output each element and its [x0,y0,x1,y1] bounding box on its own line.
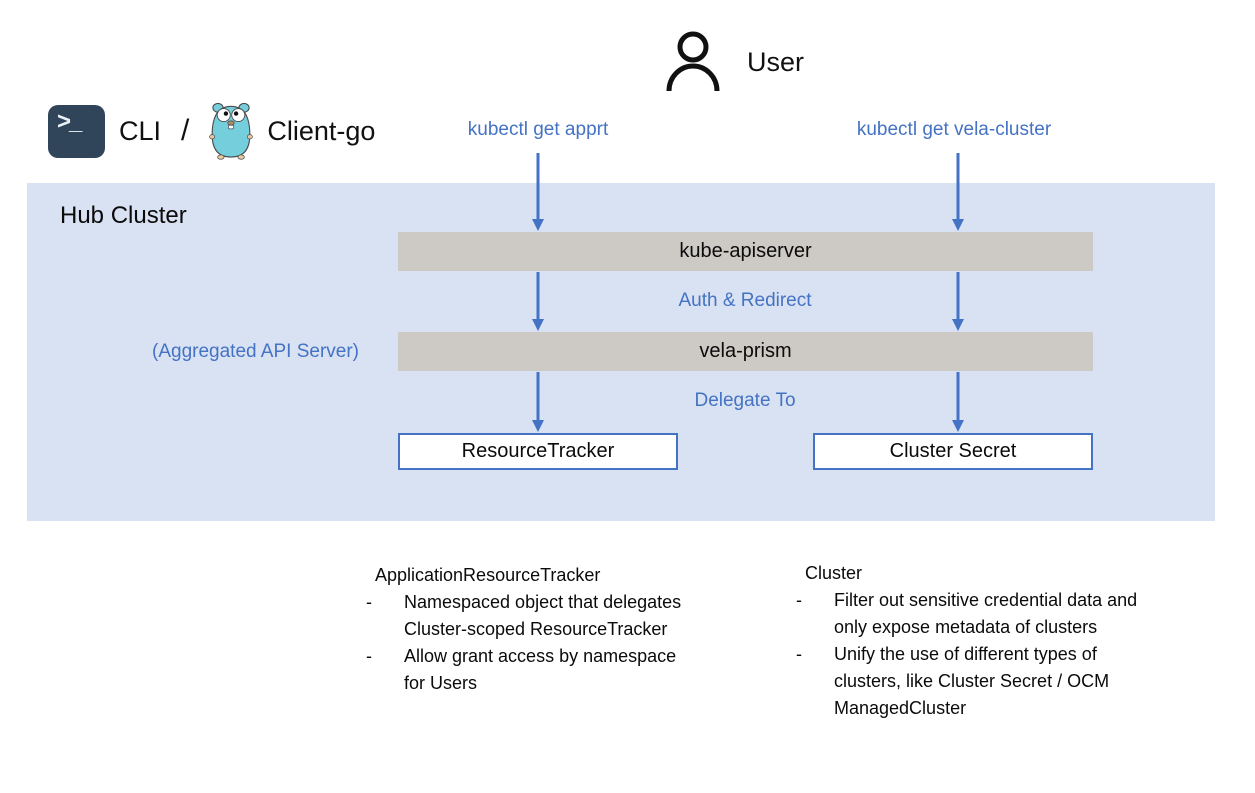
auth-redirect-label: Auth & Redirect [678,290,812,311]
cluster-secret-box: Cluster Secret [813,433,1093,470]
note-title: ApplicationResourceTracker [375,565,601,585]
note-cluster: Cluster Filter out sensitive credential … [796,560,1151,722]
user-label: User [747,46,805,77]
user-icon [666,31,720,92]
bullet-dash [366,643,404,697]
hub-cluster-title: Hub Cluster [60,202,187,229]
delegate-to-label: Delegate To [694,390,796,411]
terminal-icon: >_ [48,104,105,158]
aggregated-api-server-label: (Aggregated API Server) [152,341,359,362]
note-bullet: Allow grant access by namespace for User… [366,643,696,697]
bullet-dash [796,641,834,722]
vela-prism-bar: vela-prism [398,332,1093,371]
command-kubectl-get-apprt: kubectl get apprt [467,119,609,140]
kube-apiserver-bar: kube-apiserver [398,232,1093,271]
cli-label: CLI [119,115,162,146]
note-title: Cluster [805,563,863,583]
resourcetracker-box: ResourceTracker [398,433,678,470]
clientgo-label: Client-go [267,115,376,146]
user-group: User [665,31,804,93]
note-bullet: Namespaced object that delegates Cluster… [366,589,696,643]
command-kubectl-get-vela-cluster: kubectl get vela-cluster [856,119,1052,140]
bullet-dash [366,589,404,643]
slash-separator: / [181,114,190,147]
gopher-icon [209,102,254,160]
bullet-dash [796,587,834,641]
note-applicationresourcetracker: ApplicationResourceTracker Namespaced ob… [366,562,696,697]
note-bullet: Filter out sensitive credential data and… [796,587,1151,641]
terminal-glyph: >_ [57,107,82,135]
note-bullet: Unify the use of different types of clus… [796,641,1151,722]
cli-clientgo-row: >_ CLI / Client-go [48,102,376,160]
